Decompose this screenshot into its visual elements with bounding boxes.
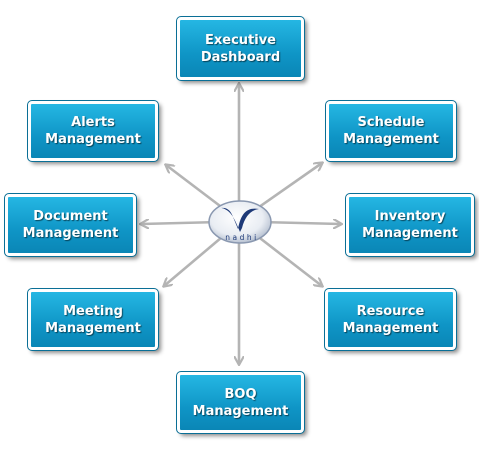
arrow-to-resource — [251, 230, 322, 286]
meeting-management-node[interactable]: Meeting Management — [27, 288, 159, 351]
arrow-to-document — [141, 222, 221, 224]
arrow-to-schedule — [251, 163, 322, 214]
meeting-management-label: Meeting Management — [45, 303, 141, 336]
arrow-to-meeting — [164, 231, 229, 286]
logo-text: nadhi — [225, 233, 258, 242]
arrow-to-inventory — [259, 222, 341, 224]
nadhi-logo: nadhi — [208, 200, 272, 244]
schedule-management-node[interactable]: Schedule Management — [325, 100, 457, 162]
resource-management-label: Resource Management — [342, 303, 439, 336]
schedule-management-label: Schedule Management — [343, 115, 439, 147]
inventory-management-label: Inventory Management — [362, 209, 458, 241]
alerts-management-label: Alerts Management — [45, 115, 141, 147]
executive-dashboard-label: Executive Dashboard — [200, 32, 281, 65]
logo-swoosh-icon — [221, 207, 259, 232]
boq-management-node[interactable]: BOQ Management — [176, 371, 305, 434]
boq-management-label: BOQ Management — [192, 386, 289, 419]
document-management-node[interactable]: Document Management — [4, 193, 137, 257]
document-management-label: Document Management — [22, 209, 119, 241]
alerts-management-node[interactable]: Alerts Management — [27, 100, 159, 162]
executive-dashboard-node[interactable]: Executive Dashboard — [176, 16, 305, 81]
arrow-to-alerts — [166, 165, 229, 214]
inventory-management-node[interactable]: Inventory Management — [345, 193, 475, 257]
resource-management-node[interactable]: Resource Management — [324, 288, 457, 351]
